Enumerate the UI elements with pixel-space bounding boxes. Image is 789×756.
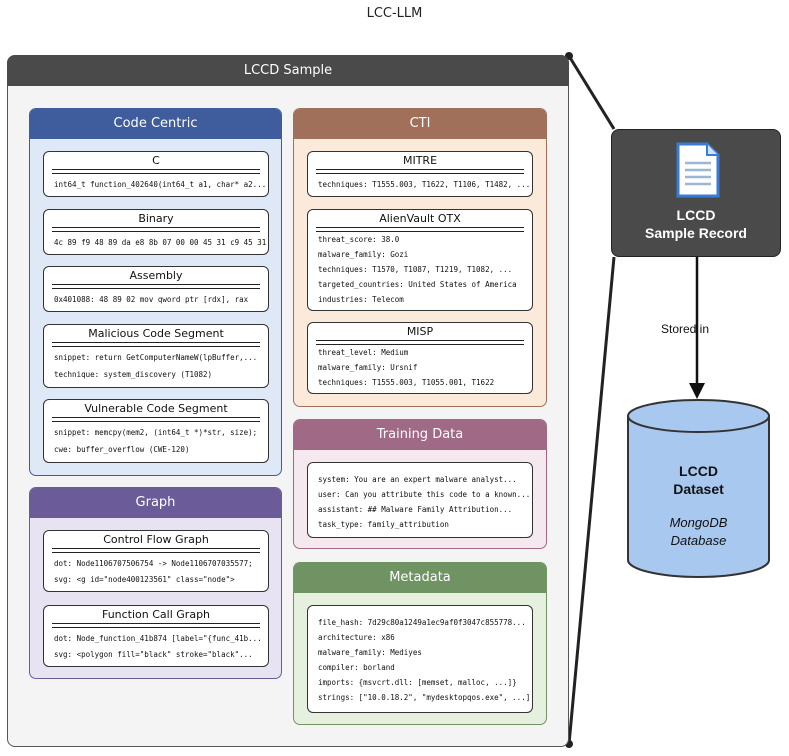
card-line: file_hash: 7d29c80a1249a1ec9af0f3047c855… xyxy=(318,618,526,627)
training-data-title: Training Data xyxy=(294,420,546,450)
card-divider xyxy=(52,417,260,422)
assembly-card: Assembly 0x401088: 48 89 02 mov qword pt… xyxy=(43,266,269,312)
arrow-head xyxy=(689,383,705,399)
card-line: dot: Node1106707506754 -> Node1106707035… xyxy=(54,559,253,568)
card-divider xyxy=(52,548,260,553)
database-icon xyxy=(627,399,770,578)
card-line: techniques: T1555.003, T1622, T1106, T14… xyxy=(318,180,531,189)
metadata-panel: Metadata file_hash: 7d29c80a1249a1ec9af0… xyxy=(293,562,547,725)
card-title: MITRE xyxy=(402,154,438,167)
card-line: int64_t function_402640(int64_t a1, char… xyxy=(54,180,267,189)
connector-bottom xyxy=(567,256,616,745)
training-data-card: system: You are an expert malware analys… xyxy=(307,462,533,538)
card-title: Function Call Graph xyxy=(101,608,211,621)
card-line: targeted_countries: United States of Ame… xyxy=(318,280,517,289)
card-line: technique: system_discovery (T1082) xyxy=(54,370,213,379)
alienvault-otx-card: AlienVault OTX threat_score: 38.0 malwar… xyxy=(307,209,533,311)
card-title: AlienVault OTX xyxy=(379,212,461,225)
database-type-line1: MongoDB xyxy=(669,515,728,530)
card-line: imports: {msvcrt.dll: [memset, malloc, .… xyxy=(318,678,517,687)
c-code-card: C int64_t function_402640(int64_t a1, ch… xyxy=(43,151,269,197)
metadata-title: Metadata xyxy=(294,563,546,593)
card-line: malware_family: Ursnif xyxy=(318,363,418,372)
card-title: Control Flow Graph xyxy=(103,533,209,546)
cti-title: CTI xyxy=(294,109,546,139)
card-line: industries: Telecom xyxy=(318,295,404,304)
graph-title: Graph xyxy=(30,488,281,518)
document-icon xyxy=(676,142,720,198)
card-line: compiler: borland xyxy=(318,663,395,672)
training-data-panel: Training Data system: You are an expert … xyxy=(293,419,547,549)
card-title: Assembly xyxy=(129,269,183,282)
vulnerable-code-segment-card: Vulnerable Code Segment snippet: memcpy(… xyxy=(43,399,269,463)
card-divider xyxy=(52,169,260,174)
record-label: LCCD Sample Record xyxy=(612,206,780,242)
binary-card: Binary 4c 89 f9 48 89 da e8 8b 07 00 00 … xyxy=(43,209,269,255)
card-divider xyxy=(316,340,524,345)
card-title: Vulnerable Code Segment xyxy=(84,402,228,415)
record-label-line2: Sample Record xyxy=(645,225,747,241)
control-flow-graph-card: Control Flow Graph dot: Node110670750675… xyxy=(43,530,269,592)
misp-card: MISP threat_level: Medium malware_family… xyxy=(307,322,533,394)
card-line: threat_level: Medium xyxy=(318,348,409,357)
cti-panel: CTI MITRE techniques: T1555.003, T1622, … xyxy=(293,108,547,407)
card-divider xyxy=(52,227,260,232)
card-line: 4c 89 f9 48 89 da e8 8b 07 00 00 45 31 c… xyxy=(54,238,267,247)
card-divider xyxy=(52,623,260,628)
card-line: dot: Node_function_41b874 [label="{func_… xyxy=(54,634,262,643)
card-line: cwe: buffer_overflow (CWE-120) xyxy=(54,445,190,454)
card-divider xyxy=(316,227,524,232)
metadata-card: file_hash: 7d29c80a1249a1ec9af0f3047c855… xyxy=(307,605,533,713)
mitre-card: MITRE techniques: T1555.003, T1622, T110… xyxy=(307,151,533,197)
edge-label-stored-in: Stored in xyxy=(660,322,710,336)
card-line: user: Can you attribute this code to a k… xyxy=(318,490,531,499)
database-name-line2: Dataset xyxy=(673,481,724,497)
card-line: snippet: memcpy(mem2, (int64_t *)*str, s… xyxy=(54,428,258,437)
card-title: C xyxy=(152,154,160,167)
card-title: Malicious Code Segment xyxy=(88,327,224,340)
card-line: task_type: family_attribution xyxy=(318,520,449,529)
card-line: strings: ["10.0.18.2", "mydesktopqos.exe… xyxy=(318,693,531,702)
database-name-line1: LCCD xyxy=(679,463,718,479)
card-title: Binary xyxy=(138,212,174,225)
card-line: svg: <g id="node400123561" class="node"> xyxy=(54,575,235,584)
card-line: system: You are an expert malware analys… xyxy=(318,475,517,484)
card-line: svg: <polygon fill="black" stroke="black… xyxy=(54,650,253,659)
page-title: LCC-LLM xyxy=(366,6,423,21)
card-line: threat_score: 38.0 xyxy=(318,235,400,244)
card-divider xyxy=(316,169,524,174)
database-type-line2: Database xyxy=(670,533,727,548)
card-line: malware_family: Gozi xyxy=(318,250,409,259)
record-label-line1: LCCD xyxy=(676,207,716,223)
lccd-sample-record: LCCD Sample Record xyxy=(611,129,781,257)
code-centric-title: Code Centric xyxy=(30,109,281,139)
card-line: techniques: T1570, T1087, T1219, T1082, … xyxy=(318,265,513,274)
lccd-sample-title: LCCD Sample xyxy=(7,55,569,86)
function-call-graph-card: Function Call Graph dot: Node_function_4… xyxy=(43,605,269,667)
code-centric-panel: Code Centric C int64_t function_402640(i… xyxy=(29,108,282,476)
card-line: assistant: ## Malware Family Attribution… xyxy=(318,505,513,514)
malicious-code-segment-card: Malicious Code Segment snippet: return G… xyxy=(43,324,269,388)
card-line: 0x401088: 48 89 02 mov qword ptr [rdx], … xyxy=(54,295,249,304)
connector-top xyxy=(567,55,616,130)
card-divider xyxy=(52,342,260,347)
graph-panel: Graph Control Flow Graph dot: Node110670… xyxy=(29,487,282,679)
card-line: malware_family: Mediyes xyxy=(318,648,422,657)
card-line: architecture: x86 xyxy=(318,633,395,642)
database-label: LCCD Dataset MongoDB Database xyxy=(626,462,771,550)
card-title: MISP xyxy=(406,325,434,338)
card-line: snippet: return GetComputerNameW(lpBuffe… xyxy=(54,353,258,362)
card-line: techniques: T1555.003, T1055.001, T1622 xyxy=(318,378,495,387)
card-divider xyxy=(52,284,260,289)
